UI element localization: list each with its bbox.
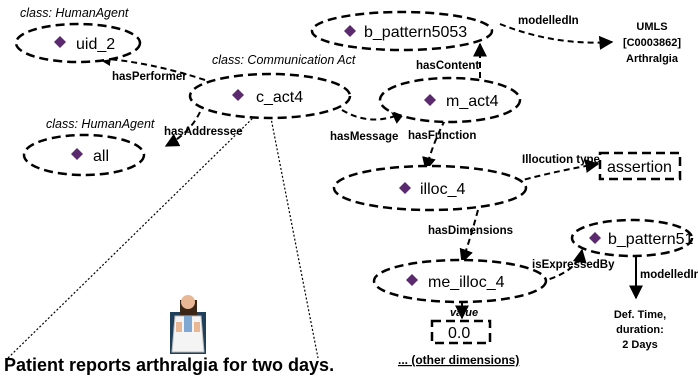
node-label-value: 0.0 xyxy=(448,325,470,342)
node-label-b_pattern5053: b_pattern5053 xyxy=(364,24,467,41)
diamond-icon xyxy=(344,25,356,37)
diamond-icon xyxy=(71,148,83,160)
diamond-icon xyxy=(424,94,436,106)
edge-label-hasContent: hasContent xyxy=(416,60,479,72)
diamond-icon xyxy=(54,36,66,48)
umls-line-1: UMLS xyxy=(636,21,667,33)
node-all xyxy=(22,133,146,177)
edge-modelledIn-1 xyxy=(499,23,614,50)
node-label-c_act4: c_act4 xyxy=(256,89,303,106)
node-m_act4 xyxy=(378,76,522,124)
edge-hasMessage xyxy=(341,109,407,124)
node-label-m_act4: m_act4 xyxy=(446,93,499,110)
edge-illocution-type xyxy=(514,159,600,183)
node-label-all: all xyxy=(93,148,109,165)
node-uid_2 xyxy=(14,22,142,64)
edge-label-modelledIn-2: modelledIn xyxy=(640,269,698,281)
edge-hasPerformer xyxy=(96,51,206,81)
node-c_act4 xyxy=(188,72,352,120)
class-label-all: class: HumanAgent xyxy=(46,117,155,131)
node-label-uid_2: uid_2 xyxy=(76,36,115,53)
node-value-box xyxy=(430,319,492,345)
edge-hasAddressee xyxy=(164,111,201,147)
class-label-c_act4: class: Communication Act xyxy=(212,53,356,67)
edge-label-hasDimensions: hasDimensions xyxy=(428,225,513,237)
edge-hasFunction xyxy=(422,119,446,172)
diamond-icon xyxy=(406,274,418,286)
connector-right xyxy=(269,112,319,359)
edge-label-hasAddressee: hasAddressee xyxy=(164,126,243,138)
edge-label-modelledIn-1: modelledIn xyxy=(518,15,579,27)
def-time-line-3: 2 Days xyxy=(622,339,657,351)
def-time-line-2: duration: xyxy=(616,324,664,336)
node-label-illoc_4: illoc_4 xyxy=(420,181,465,198)
diamond-icon xyxy=(399,182,411,194)
diamond-icon xyxy=(589,232,601,244)
doctor-icon xyxy=(170,295,206,354)
edge-hasDimensions xyxy=(459,209,479,264)
node-label-assertion: assertion xyxy=(607,159,672,176)
node-assertion-box xyxy=(598,151,682,181)
node-me_illoc_4 xyxy=(372,258,548,304)
umls-line-2: [C0003862] xyxy=(623,37,681,49)
edge-label-isExpressedBy: isExpressedBy xyxy=(532,259,615,271)
class-label-uid_2: class: HumanAgent xyxy=(20,6,129,20)
patient-sentence: Patient reports arthralgia for two days. xyxy=(4,355,334,375)
edge-label-hasPerformer: hasPerformer xyxy=(112,71,187,83)
edge-isExpressedBy xyxy=(539,248,587,283)
edge-label-value: value xyxy=(450,307,478,319)
edge-label-hasMessage: hasMessage xyxy=(330,131,398,143)
node-label-me_illoc_4: me_illoc_4 xyxy=(428,274,505,291)
other-dimensions-label: ... (other dimensions) xyxy=(398,353,519,367)
node-illoc_4 xyxy=(332,164,528,212)
node-b_pattern51 xyxy=(570,218,694,258)
def-time-line-1: Def. Time, xyxy=(614,309,666,321)
edge-label-illocution-type: Illocution type xyxy=(522,154,600,166)
umls-line-3: Arthralgia xyxy=(626,53,679,65)
node-label-b_pattern51: b_pattern51 xyxy=(608,231,694,248)
node-b_pattern5053 xyxy=(310,10,494,52)
diamond-icon xyxy=(232,89,244,101)
edge-label-hasFunction: hasFunction xyxy=(408,130,476,142)
